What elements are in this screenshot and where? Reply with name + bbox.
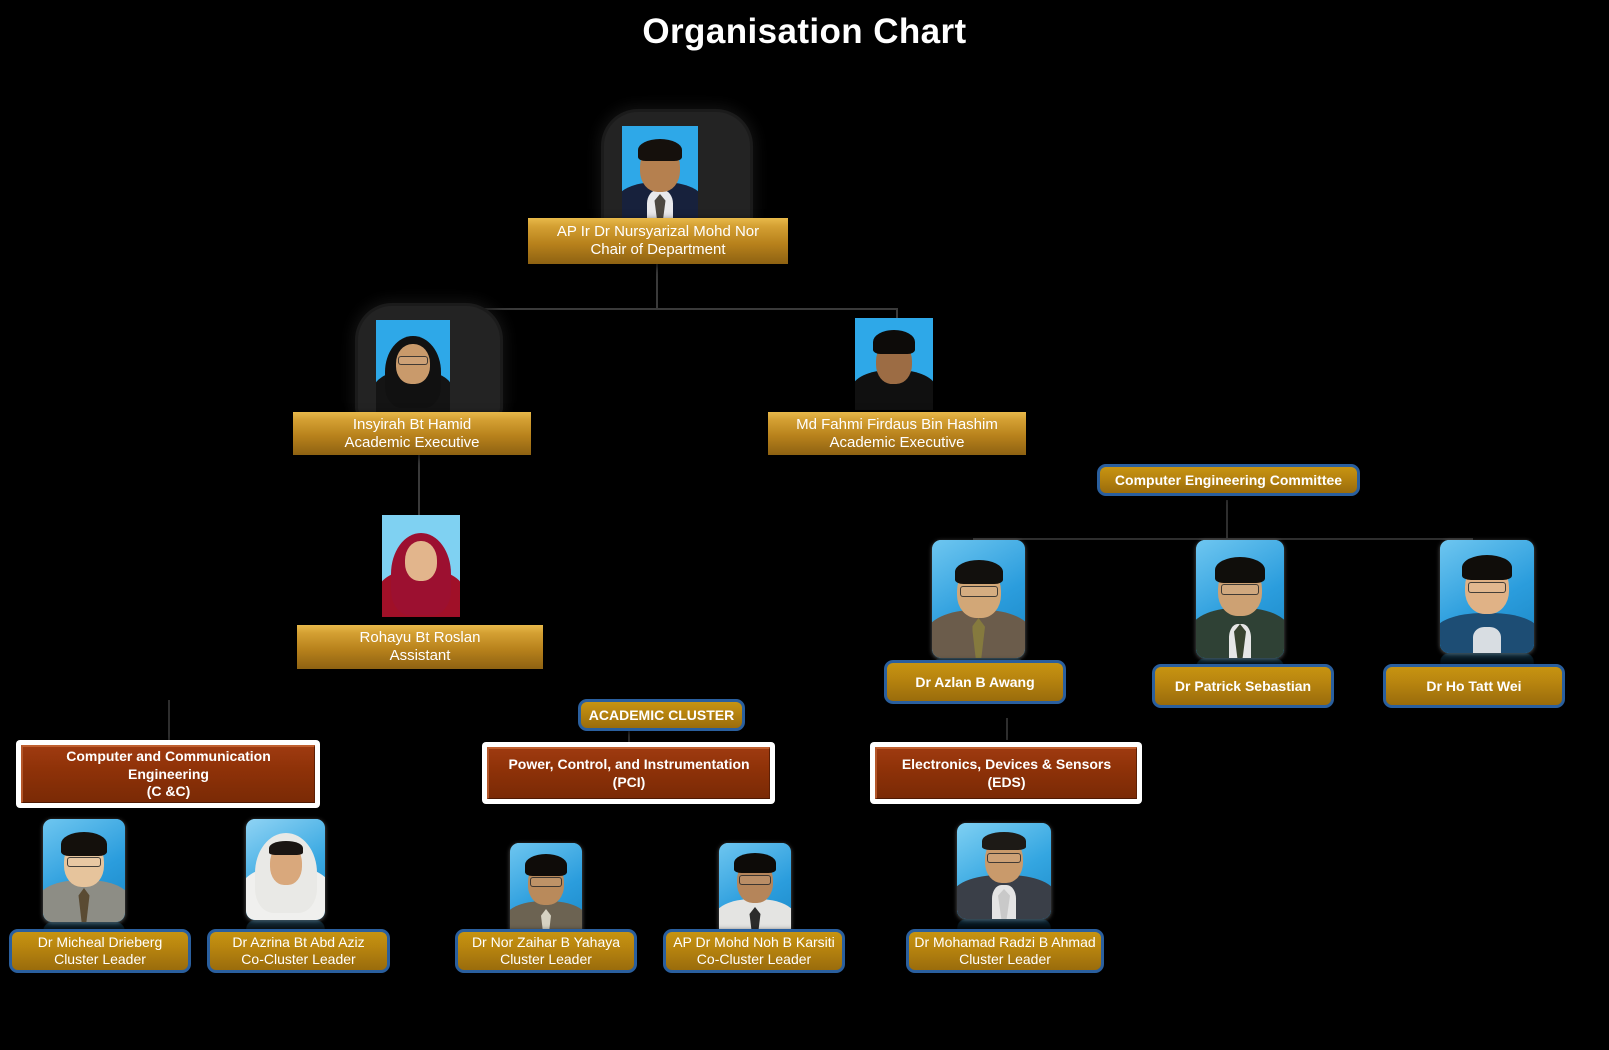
cluster-name-line: (EDS) [987,773,1026,790]
cluster-name-line: Electronics, Devices & Sensors [901,755,1112,772]
cluster-member-role: Cluster Leader [500,951,592,967]
cluster-box-inner: Power, Control, and Instrumentation (PCI… [487,747,770,799]
cluster-member-name: AP Dr Mohd Noh B Karsiti [673,934,835,951]
photo-zaihar [510,843,582,939]
cluster-member-role: Co-Cluster Leader [241,951,356,967]
page-title: Organisation Chart [642,12,967,51]
connector-cluster-cc [168,700,170,740]
connector-cluster-pci [628,728,630,742]
plate-mohd-noh[interactable]: AP Dr Mohd Noh B Karsiti Co-Cluster Lead… [663,929,845,973]
cluster-box-power-control-instrumentation[interactable]: Power, Control, and Instrumentation (PCI… [482,742,775,804]
photo-ho [1440,540,1534,653]
connector-to-fahmi [896,308,898,322]
committee-label-text: Computer Engineering Committee [1114,471,1343,488]
cluster-name-line: Engineering [128,765,209,782]
photo-fahmi [855,318,933,410]
committee-member-name: Dr Patrick Sebastian [1174,677,1312,694]
cluster-member-name: Dr Nor Zaihar B Yahaya [471,934,621,951]
cluster-box-inner: Computer and Communication Engineering (… [21,745,315,803]
plate-radzi[interactable]: Dr Mohamad Radzi B Ahmad Cluster Leader [906,929,1104,973]
cluster-name-line: (C &C) [146,783,191,800]
cluster-box-computer-and-communication[interactable]: Computer and Communication Engineering (… [16,740,320,808]
cluster-member-name: Dr Azrina Bt Abd Aziz [232,934,365,951]
executive-name: Insyirah Bt Hamid [352,415,472,433]
committee-member-name: Dr Ho Tatt Wei [1426,677,1522,694]
plate-micheal[interactable]: Dr Micheal Drieberg Cluster Leader [9,929,191,973]
photo-mohd-noh [719,843,791,939]
plate-patrick[interactable]: Dr Patrick Sebastian [1152,664,1334,708]
cluster-member-role: Cluster Leader [54,951,146,967]
cluster-member-name: Dr Mohamad Radzi B Ahmad [914,934,1096,951]
cluster-box-inner: Electronics, Devices & Sensors (EDS) [875,747,1137,799]
academic-cluster-label-text: ACADEMIC CLUSTER [588,706,735,723]
cluster-member-name: Dr Micheal Drieberg [37,934,163,951]
chair-role: Chair of Department [590,241,726,258]
cluster-name-line: (PCI) [612,773,646,790]
connector-head-to-executives [656,264,658,310]
plate-azlan[interactable]: Dr Azlan B Awang [884,660,1066,704]
cluster-member-role: Cluster Leader [959,951,1051,967]
executive-role: Academic Executive [829,433,965,451]
photo-patrick [1196,540,1284,658]
cluster-name-line: Power, Control, and Instrumentation [508,755,750,772]
academic-cluster-label[interactable]: ACADEMIC CLUSTER [578,699,745,731]
banner-chair-of-department[interactable]: AP Ir Dr Nursyarizal Mohd Nor Chair of D… [528,218,788,264]
photo-azlan [932,540,1025,658]
connector-cluster-eds [1006,718,1008,740]
connector-committee-stem [1226,500,1228,538]
photo-insyirah [376,320,450,414]
photo-azrina [246,819,325,920]
assistant-role: Assistant [389,647,451,664]
connector-executive-bus [411,308,898,310]
plate-ho[interactable]: Dr Ho Tatt Wei [1383,664,1565,708]
banner-insyirah[interactable]: Insyirah Bt Hamid Academic Executive [293,412,531,455]
photo-chair [622,126,698,224]
plate-azrina[interactable]: Dr Azrina Bt Abd Aziz Co-Cluster Leader [207,929,390,973]
connector-committee-bus [973,538,1473,540]
connector-to-assistant [418,455,420,515]
photo-micheal [43,819,125,922]
cluster-box-electronics-devices-sensors[interactable]: Electronics, Devices & Sensors (EDS) [870,742,1142,804]
photo-rohayu [382,515,460,617]
cluster-member-role: Co-Cluster Leader [696,951,812,967]
banner-rohayu[interactable]: Rohayu Bt Roslan Assistant [297,625,543,669]
photo-radzi [957,823,1051,919]
executive-role: Academic Executive [344,433,480,451]
assistant-name: Rohayu Bt Roslan [359,629,481,647]
chair-name: AP Ir Dr Nursyarizal Mohd Nor [556,223,760,241]
committee-label[interactable]: Computer Engineering Committee [1097,464,1360,496]
plate-zaihar[interactable]: Dr Nor Zaihar B Yahaya Cluster Leader [455,929,637,973]
cluster-name-line: Computer and Communication [66,747,271,764]
executive-name: Md Fahmi Firdaus Bin Hashim [796,415,998,433]
committee-member-name: Dr Azlan B Awang [915,673,1035,690]
banner-fahmi[interactable]: Md Fahmi Firdaus Bin Hashim Academic Exe… [768,412,1026,455]
